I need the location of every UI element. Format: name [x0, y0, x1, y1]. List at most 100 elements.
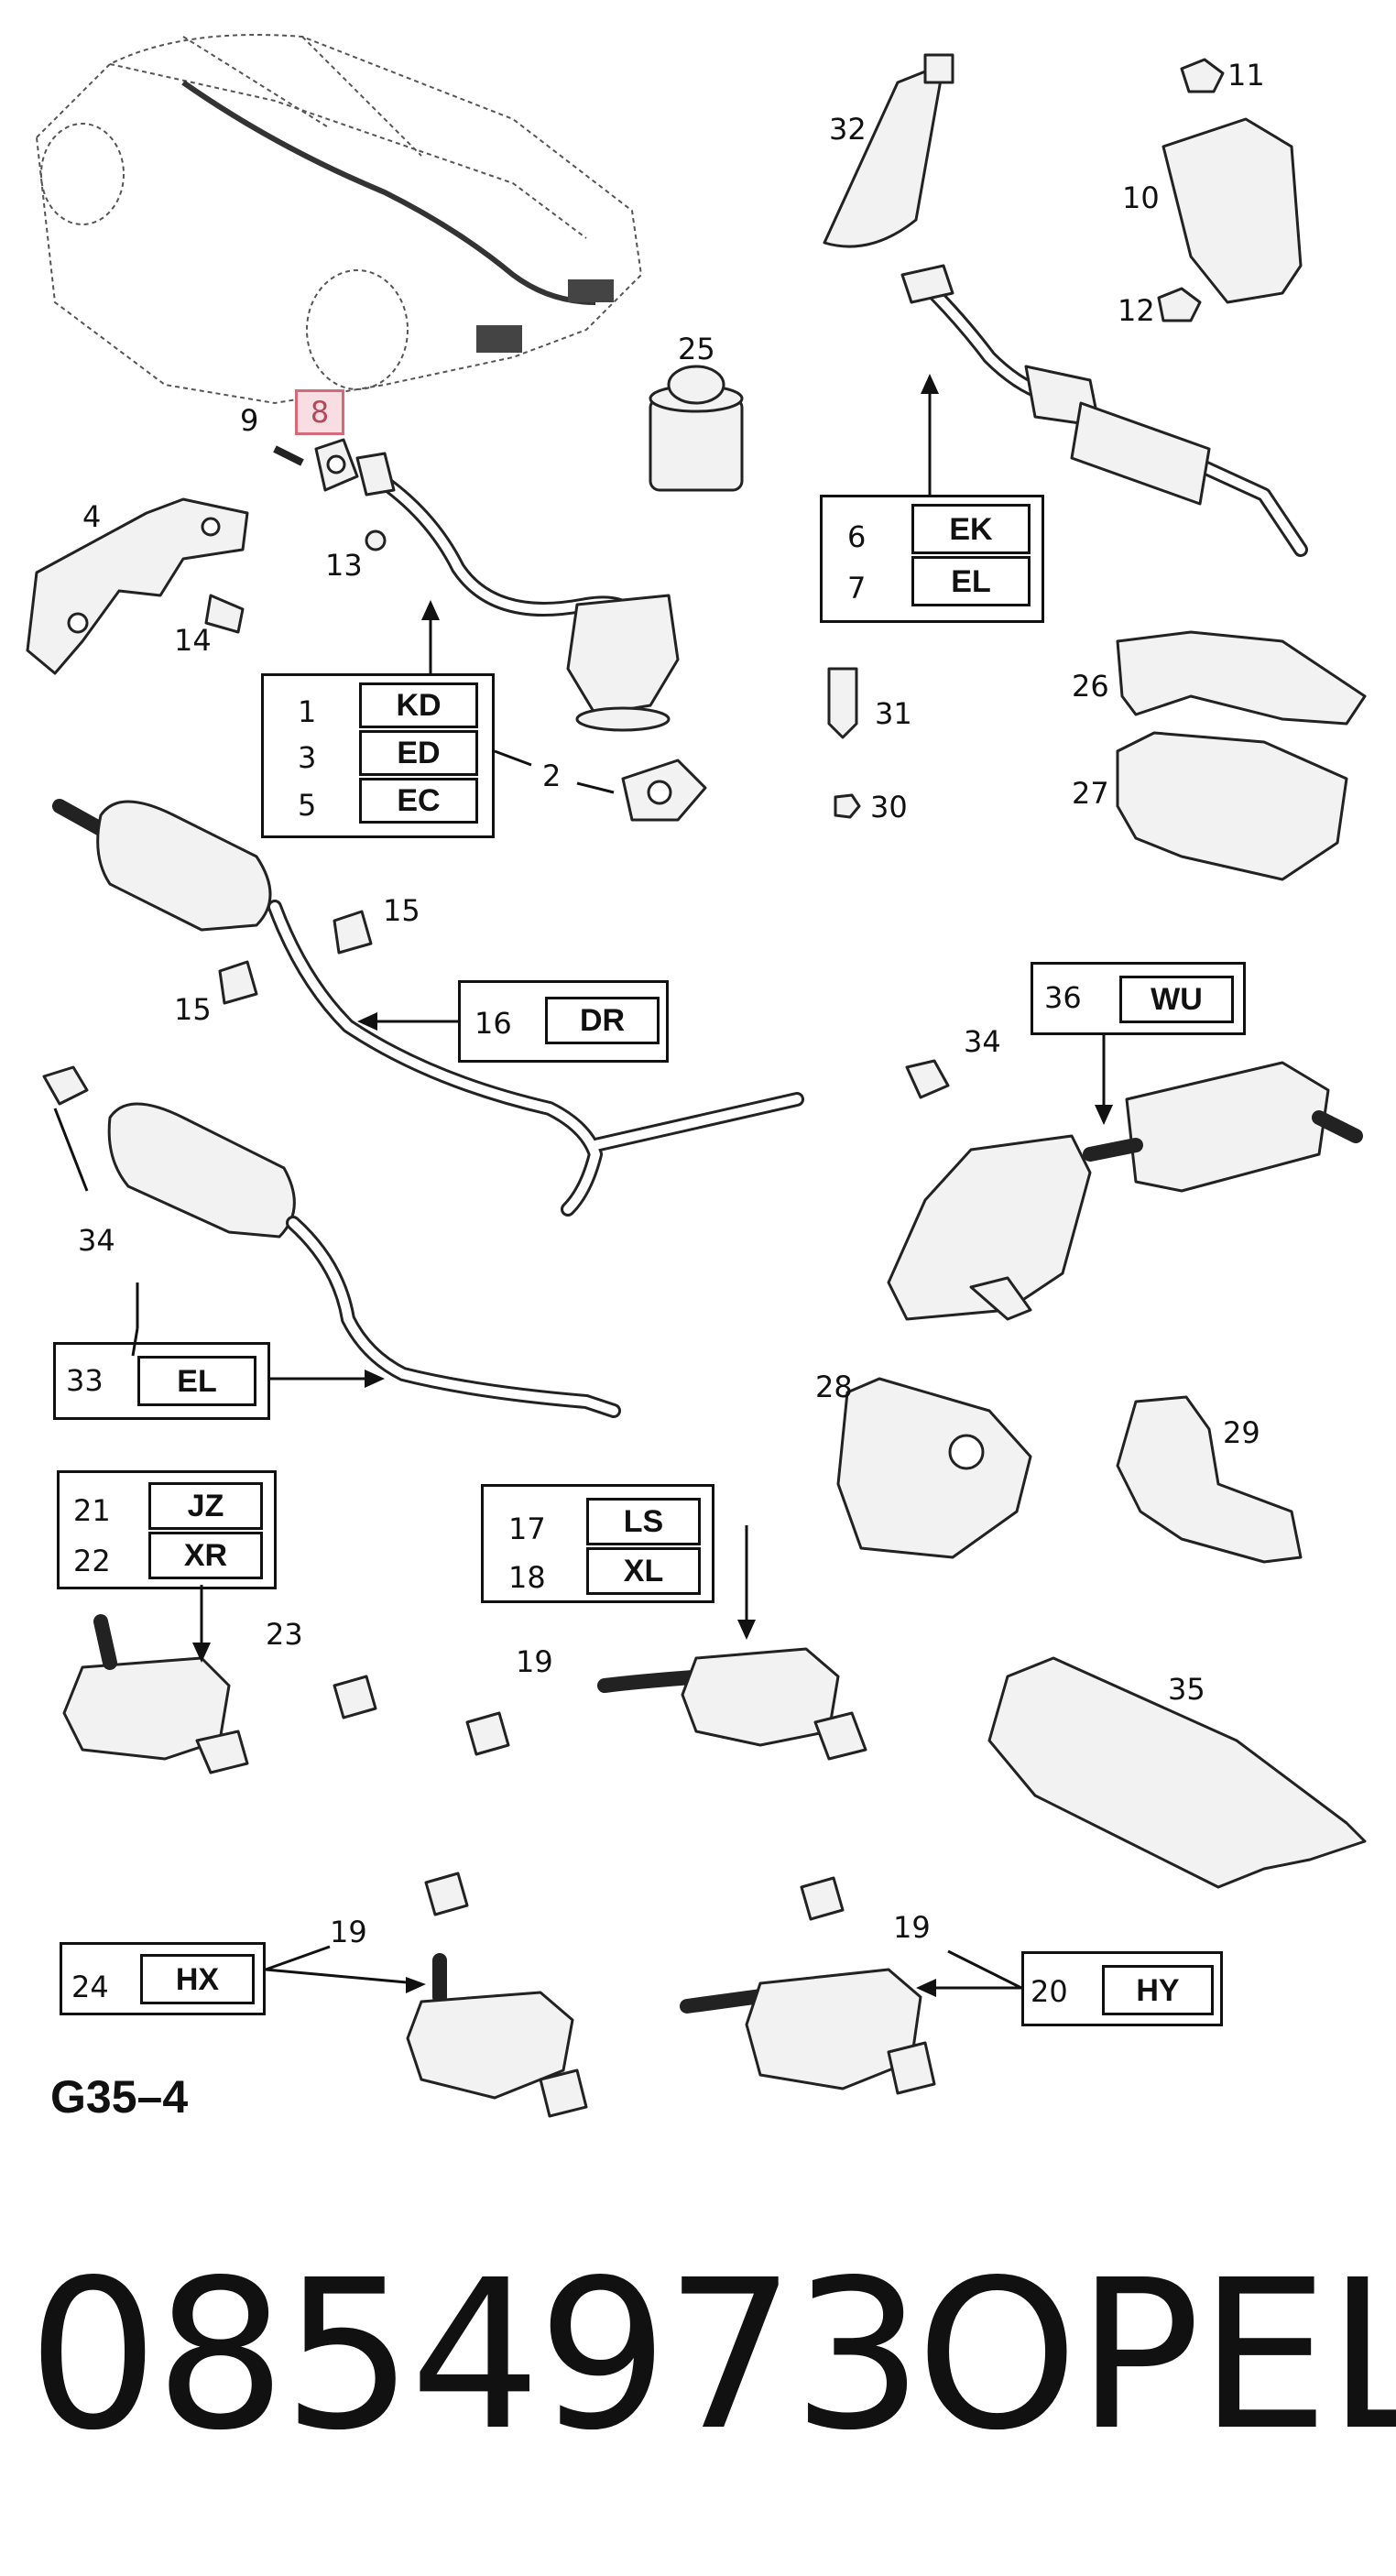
group-16: [458, 980, 669, 1063]
code-box-36[interactable]: WU: [1119, 976, 1234, 1023]
callout-8-highlight[interactable]: 8: [295, 389, 344, 435]
callout-6: 6: [847, 519, 867, 554]
clamp-23: [333, 1675, 377, 1719]
heat-shield-27: [1116, 731, 1348, 881]
callout-19c: 19: [893, 1910, 931, 1945]
code-box-7[interactable]: EL: [911, 556, 1031, 606]
nut-30: [834, 793, 861, 819]
callout-9: 9: [240, 403, 259, 438]
callout-33: 33: [66, 1363, 104, 1398]
clamp-34b: [905, 1059, 950, 1099]
code-box-16[interactable]: DR: [545, 997, 660, 1044]
part-number: 0854973: [27, 2236, 923, 2476]
callout-17: 17: [508, 1512, 546, 1546]
callout-15b: 15: [174, 992, 212, 1027]
callout-35: 35: [1168, 1672, 1205, 1707]
leader-lines: [53, 374, 1113, 1997]
callout-10: 10: [1122, 180, 1160, 215]
car-outline-icon: [35, 34, 643, 405]
brand-name: OPEL: [916, 2236, 1396, 2476]
code-box-20[interactable]: HY: [1102, 1965, 1214, 2015]
clamp-19a: [465, 1711, 510, 1756]
code-box-6[interactable]: EK: [911, 504, 1031, 554]
callout-11: 11: [1227, 58, 1265, 93]
code-box-22[interactable]: XR: [148, 1532, 263, 1579]
callout-3: 3: [298, 740, 317, 775]
callout-24: 24: [71, 1970, 109, 2004]
callout-32: 32: [829, 112, 867, 147]
callout-29: 29: [1223, 1415, 1260, 1450]
callout-19a: 19: [516, 1644, 553, 1679]
front-pipe-ek-el: [900, 264, 1308, 557]
code-box-1[interactable]: KD: [359, 682, 478, 728]
group-21-22: [57, 1470, 277, 1589]
center-pipe-33: [107, 1102, 621, 1418]
bolt-31: [827, 667, 858, 739]
rubber-mount-15a: [333, 910, 373, 955]
heat-shield-28: [836, 1377, 1032, 1559]
nut-13: [365, 529, 387, 551]
callout-26: 26: [1072, 669, 1109, 704]
callout-14: 14: [174, 623, 212, 658]
code-box-33[interactable]: EL: [137, 1356, 256, 1406]
callout-1: 1: [298, 694, 317, 729]
code-box-21[interactable]: JZ: [148, 1482, 263, 1530]
callout-30: 30: [870, 790, 908, 824]
sealant-can-25: [649, 365, 744, 492]
code-box-3[interactable]: ED: [359, 730, 478, 776]
callout-22: 22: [73, 1544, 111, 1578]
callout-31: 31: [875, 696, 912, 731]
callout-7: 7: [847, 571, 867, 606]
group-17-18: [481, 1484, 714, 1603]
callout-23: 23: [266, 1617, 303, 1652]
clamp-34a: [42, 1065, 89, 1106]
clamp-19b: [424, 1872, 469, 1916]
group-6-7: [820, 495, 1044, 623]
group-33: [53, 1342, 270, 1420]
callout-27: 27: [1072, 776, 1109, 811]
rear-muffler-36: [887, 1061, 1363, 1321]
callout-36: 36: [1044, 980, 1082, 1015]
callout-15a: 15: [383, 893, 420, 928]
sealant-tube-32: [823, 62, 945, 248]
callout-21: 21: [73, 1493, 111, 1528]
center-pipe-16: [52, 799, 804, 1217]
nut-12: [1157, 287, 1202, 322]
callout-25: 25: [678, 332, 715, 366]
code-box-17[interactable]: LS: [586, 1498, 701, 1545]
callout-34b: 34: [964, 1024, 1001, 1059]
callout-34a: 34: [78, 1223, 115, 1258]
group-20: [1021, 1951, 1223, 2026]
code-box-5[interactable]: EC: [359, 778, 478, 824]
callout-12: 12: [1118, 293, 1155, 328]
callout-2: 2: [542, 759, 562, 793]
callout-13: 13: [325, 548, 363, 583]
group-24: [60, 1942, 266, 2015]
rear-muffler-24: [406, 1953, 588, 2118]
callout-20: 20: [1031, 1974, 1068, 2009]
group-1-3-5: [261, 673, 495, 838]
rear-muffler-17-18: [597, 1647, 867, 1761]
callout-28: 28: [815, 1370, 853, 1404]
front-pipe-catalyst: [355, 452, 680, 732]
nut-11: [1180, 58, 1225, 93]
clamp-19c: [800, 1876, 845, 1921]
heat-shield-10: [1162, 117, 1303, 304]
heat-shield-35: [987, 1656, 1367, 1889]
bolt-14: [204, 594, 245, 634]
callout-18: 18: [508, 1560, 546, 1595]
callout-4: 4: [82, 499, 102, 534]
rear-muffler-21-22: [62, 1614, 249, 1774]
code-box-18[interactable]: XL: [586, 1547, 701, 1595]
rear-muffler-20: [680, 1968, 936, 2095]
exploded-view-artwork: [26, 34, 1367, 2118]
bracket-29: [1116, 1395, 1303, 1564]
heat-shield-26: [1116, 630, 1367, 726]
group-36: [1031, 962, 1246, 1035]
code-box-24[interactable]: HX: [140, 1954, 255, 2004]
diagram-code: G35–4: [50, 2071, 189, 2123]
callout-16: 16: [474, 1006, 512, 1041]
callout-5: 5: [298, 788, 317, 823]
callout-19b: 19: [330, 1915, 367, 1949]
